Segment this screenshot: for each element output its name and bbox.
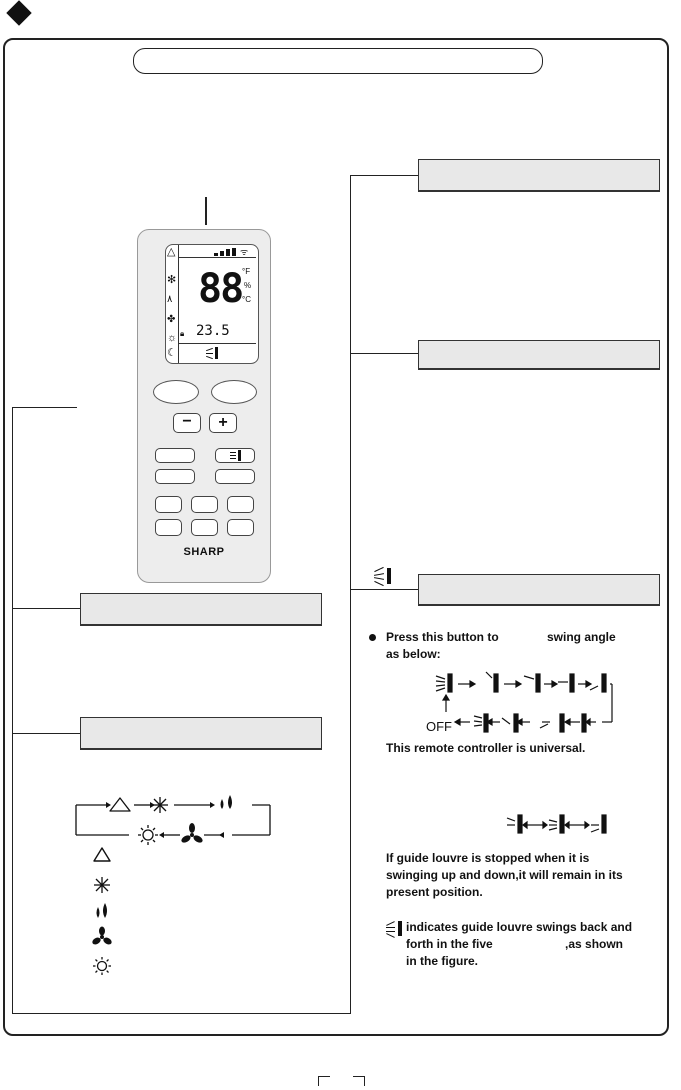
connector-line <box>12 733 80 734</box>
label-box-right-1 <box>418 159 660 192</box>
label-box-right-2 <box>418 340 660 370</box>
swing-button[interactable] <box>215 448 255 463</box>
dry-icon: ٨ <box>167 294 173 305</box>
indicates-text-1: indicates guide louvre swings back and <box>406 920 633 934</box>
auto-icon <box>93 847 111 862</box>
signal-strength-icon <box>214 248 236 256</box>
footer-mark <box>318 1076 330 1077</box>
cool-icon <box>94 877 110 893</box>
connector-line <box>350 175 418 176</box>
on-off-button[interactable] <box>153 380 199 404</box>
display-temperature: 88 <box>198 266 244 312</box>
function-button-2[interactable] <box>191 496 218 513</box>
connector-line <box>12 407 13 1013</box>
display-divider <box>178 245 179 363</box>
connector-line <box>12 608 80 609</box>
function-button-1[interactable] <box>155 496 182 513</box>
connector-line <box>12 407 77 408</box>
turbo-button[interactable] <box>215 469 255 484</box>
display-divider <box>178 257 256 258</box>
unit-fahrenheit: °F <box>242 267 251 276</box>
universal-text: This remote controller is universal. <box>386 741 586 755</box>
display-small-temp: 23.5 <box>196 323 230 339</box>
indicates-text-3: ,as shown <box>565 937 624 951</box>
bullet-icon <box>369 634 376 641</box>
title-pill <box>133 48 543 74</box>
indicates-text-2: forth in the five <box>406 937 493 951</box>
dry-icon <box>96 903 107 918</box>
outer-frame <box>3 38 669 1036</box>
lock-icon: 🔒︎ <box>180 329 185 338</box>
remote-controller: △ ✻ ٨ ✤ ☼ ☾ ᯤ 88 °F % °C 🔒︎ 23.5 − + <box>137 229 271 583</box>
bullet-text-3: as below: <box>386 647 441 661</box>
connector-line <box>350 589 418 590</box>
bullet-text-2: swing angle <box>547 630 616 644</box>
auto-icon: △ <box>167 246 176 258</box>
heat-icon: ☼ <box>167 332 178 344</box>
label-box-left-1 <box>80 593 322 626</box>
swing-small-icon <box>384 920 404 938</box>
stopped-text-3: present position. <box>386 885 483 899</box>
mode-cycle-diagram <box>75 795 271 845</box>
louvre-positions-diagram <box>506 814 607 834</box>
signal-pointer <box>205 197 207 225</box>
footer-mark <box>353 1076 365 1077</box>
fan-icon: ✤ <box>167 314 176 325</box>
unit-celsius: °C <box>242 295 251 304</box>
diamond-icon <box>6 0 32 26</box>
unit-percent: % <box>244 281 252 290</box>
cool-icon: ✻ <box>167 274 177 286</box>
label-box-swing <box>418 574 660 606</box>
stopped-text-2: swinging up and down,it will remain in i… <box>386 868 623 882</box>
mode-button[interactable] <box>211 380 257 404</box>
fan-button[interactable] <box>155 448 195 463</box>
swing-indicator-icon <box>206 347 220 360</box>
sleep-icon: ☾ <box>167 347 177 359</box>
indicates-text-4: in the figure. <box>406 954 478 968</box>
plus-button[interactable]: + <box>209 413 237 433</box>
heat-icon <box>93 957 111 975</box>
function-button-3[interactable] <box>227 496 254 513</box>
label-box-left-2 <box>80 717 322 750</box>
fan-icon <box>92 926 112 945</box>
footer-mark <box>364 1076 365 1086</box>
minus-button[interactable]: − <box>173 413 201 433</box>
brand-logo: SHARP <box>183 546 225 558</box>
swing-sequence-diagram <box>435 671 613 733</box>
function-button-6[interactable] <box>227 519 254 536</box>
function-button-4[interactable] <box>155 519 182 536</box>
wifi-icon: ᯤ <box>240 247 249 257</box>
timer-button[interactable] <box>155 469 195 484</box>
off-label: OFF <box>426 719 452 734</box>
connector-line <box>350 175 351 1013</box>
connector-line <box>350 353 418 354</box>
display-divider <box>178 343 256 344</box>
remote-display: △ ✻ ٨ ✤ ☼ ☾ ᯤ 88 °F % °C 🔒︎ 23.5 <box>165 244 259 364</box>
stopped-text-1: If guide louvre is stopped when it is <box>386 851 590 865</box>
function-button-5[interactable] <box>191 519 218 536</box>
connector-line <box>12 1013 351 1014</box>
swing-icon <box>372 566 394 587</box>
footer-mark <box>318 1076 319 1086</box>
bullet-text-1: Press this button to <box>386 630 499 644</box>
swing-button-icon <box>230 450 242 461</box>
